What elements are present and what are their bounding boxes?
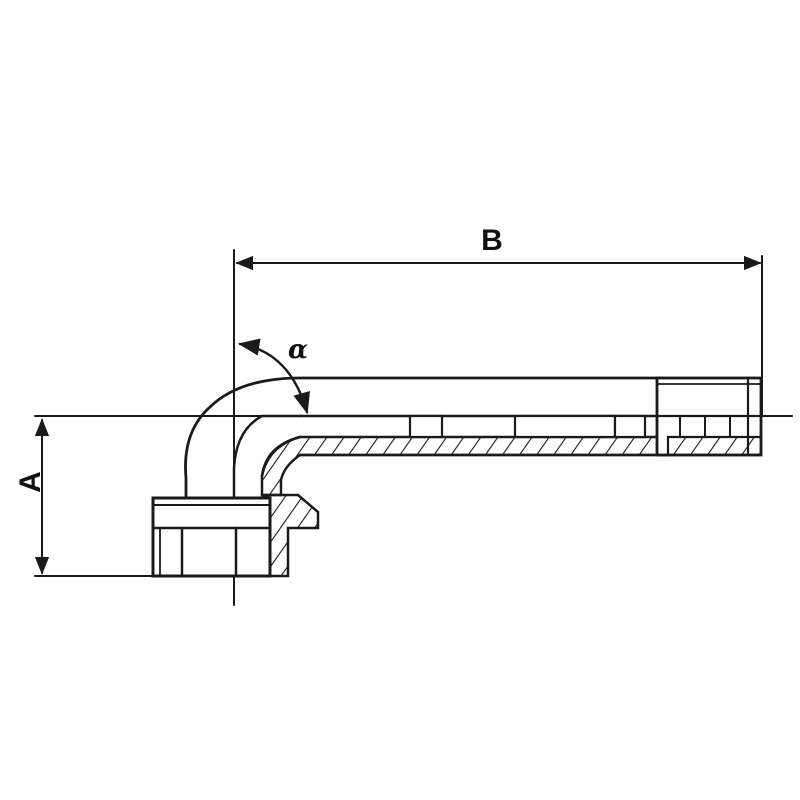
dimension-a: A bbox=[14, 418, 156, 577]
bore-steps bbox=[408, 414, 647, 439]
bend-outer-contour bbox=[184, 376, 662, 498]
dimension-b: B bbox=[235, 224, 763, 416]
angle-alpha-label: α bbox=[288, 335, 308, 365]
fitting-part bbox=[151, 376, 763, 578]
base-flange bbox=[261, 493, 320, 578]
dimension-a-label: A bbox=[14, 471, 47, 493]
bore-line bbox=[260, 435, 302, 478]
end-nut bbox=[655, 376, 763, 457]
bend-middle-contour bbox=[232, 414, 302, 498]
angle-alpha: α bbox=[237, 335, 311, 415]
base-hex-nut bbox=[151, 493, 320, 578]
pipe-section-hatched bbox=[260, 435, 670, 497]
dimension-b-label: B bbox=[481, 224, 503, 257]
